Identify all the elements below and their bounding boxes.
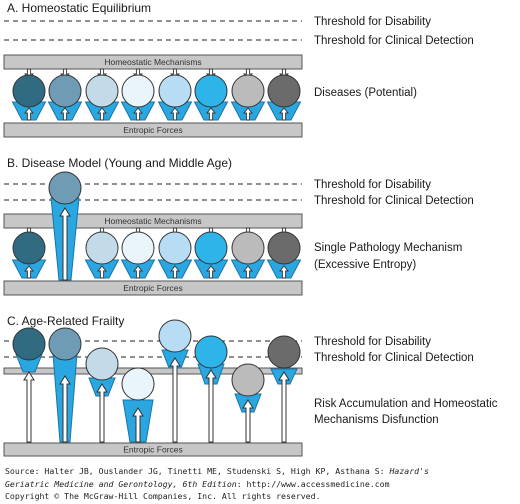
frailty-ball-1 bbox=[12, 327, 46, 361]
frailty-ball-4 bbox=[121, 367, 155, 401]
disease-ball-5 bbox=[158, 231, 192, 265]
source-authors: Source: Halter JB, Ouslander JG, Tinetti… bbox=[5, 466, 390, 476]
disease-ball-6 bbox=[194, 231, 228, 265]
risk-accumulation-label: Risk Accumulation and Homeostatic bbox=[314, 398, 498, 410]
disease-ball-8 bbox=[267, 231, 301, 265]
entropic-force-arrow bbox=[170, 265, 180, 279]
disease-ball-7 bbox=[231, 74, 265, 108]
disease-ball-4 bbox=[121, 231, 155, 265]
entropic-force-arrow bbox=[170, 107, 180, 121]
accumulated-entropy-arrow bbox=[242, 399, 254, 443]
homeostatic-mechanisms-bar-a bbox=[3, 54, 303, 70]
entropic-forces-bar-b bbox=[3, 280, 303, 296]
panel-b-disease-model: B. Disease Model (Young and Middle Age) T… bbox=[3, 156, 474, 296]
disease-ball-7 bbox=[231, 231, 265, 265]
entropic-force-arrow bbox=[97, 265, 107, 279]
entropic-forces-bar-b-label: Entropic Forces bbox=[123, 283, 183, 293]
frailty-ball-2 bbox=[48, 327, 82, 361]
entropic-force-arrow bbox=[133, 107, 143, 121]
disability-threshold-label: Threshold for Disability bbox=[314, 336, 431, 348]
entropic-force-arrow bbox=[206, 265, 216, 279]
excessive-entropy-label: (Excessive Entropy) bbox=[314, 259, 416, 271]
disease-ball-3 bbox=[85, 74, 119, 108]
accumulated-entropy-arrow bbox=[96, 383, 108, 443]
entropic-force-arrow bbox=[206, 107, 216, 121]
accumulated-entropy-arrow bbox=[205, 369, 217, 443]
diseases-potential-label: Diseases (Potential) bbox=[314, 87, 417, 99]
disease-ball-3 bbox=[85, 231, 119, 265]
homeostatic-mechanisms-bar-a-label: Homeostatic Mechanisms bbox=[104, 57, 201, 67]
homeostatic-mechanisms-bar-b-label: Homeostatic Mechanisms bbox=[104, 216, 201, 226]
frailty-ball-5 bbox=[158, 319, 192, 353]
detection-threshold-label: Threshold for Clinical Detection bbox=[314, 352, 474, 364]
panel-a-title: A. Homeostatic Equilibrium bbox=[7, 1, 151, 15]
entropic-force-arrow bbox=[243, 107, 253, 121]
frailty-ball-3 bbox=[85, 347, 119, 381]
disease-ball-6 bbox=[194, 74, 228, 108]
frailty-ball-8 bbox=[267, 335, 301, 369]
homeostatic-mechanisms-bar-c bbox=[3, 367, 303, 375]
panel-c-title: C. Age-Related Frailty bbox=[7, 314, 124, 328]
disability-threshold-label: Threshold for Disability bbox=[314, 16, 431, 28]
entropic-force-arrow bbox=[243, 265, 253, 279]
frailty-ball-6 bbox=[194, 335, 228, 369]
entropic-forces-bar-a bbox=[3, 122, 303, 138]
accumulated-entropy-arrow bbox=[169, 357, 181, 443]
disease-ball-4 bbox=[121, 74, 155, 108]
disease-ball-1 bbox=[12, 74, 46, 108]
frailty-ball-7 bbox=[231, 363, 265, 397]
disease-ball-2 bbox=[48, 74, 82, 108]
entropic-force-arrow bbox=[279, 265, 289, 279]
entropic-force-arrow bbox=[60, 107, 70, 121]
source-line-2: Geriatric Medicine and Gerontology, 6th … bbox=[5, 478, 517, 491]
entropic-force-arrow bbox=[133, 265, 143, 279]
single-pathology-label: Single Pathology Mechanism bbox=[314, 242, 462, 254]
entropic-forces-bar-c bbox=[3, 442, 303, 457]
source-book-title-part1: Hazard's bbox=[389, 466, 429, 476]
disease-ball-1 bbox=[12, 231, 46, 265]
source-book-title-part2: Geriatric Medicine and Gerontology, 6th … bbox=[5, 478, 237, 489]
disability-threshold-label: Threshold for Disability bbox=[314, 179, 431, 191]
disease-ball-5 bbox=[158, 74, 192, 108]
accumulated-entropy-arrow bbox=[132, 407, 144, 443]
source-citation: Source: Halter JB, Ouslander JG, Tinetti… bbox=[5, 465, 517, 503]
disease-ball-8 bbox=[267, 74, 301, 108]
entropic-force-arrow bbox=[279, 107, 289, 121]
entropic-force-arrow bbox=[24, 265, 34, 279]
accumulated-entropy-arrow bbox=[59, 375, 71, 443]
excessive-entropy-arrow bbox=[59, 207, 71, 281]
homeostatic-mechanisms-bar-b bbox=[3, 213, 303, 229]
panel-b-title: B. Disease Model (Young and Middle Age) bbox=[7, 156, 232, 170]
source-url: : http://www.accessmedicine.com bbox=[236, 478, 390, 489]
detection-threshold-label: Threshold for Clinical Detection bbox=[314, 195, 474, 207]
entropic-forces-bar-a-label: Entropic Forces bbox=[123, 125, 183, 135]
accumulated-entropy-arrow bbox=[278, 371, 290, 443]
entropic-force-arrow bbox=[24, 107, 34, 121]
source-line-1: Source: Halter JB, Ouslander JG, Tinetti… bbox=[5, 465, 517, 478]
entropic-force-arrow bbox=[97, 107, 107, 121]
entropic-forces-bar-c-label: Entropic Forces bbox=[123, 445, 183, 455]
mechanisms-disfunction-label: Mechanisms Disfunction bbox=[314, 414, 439, 426]
detection-threshold-label: Threshold for Clinical Detection bbox=[314, 35, 474, 47]
disease-ball-2-excessive bbox=[48, 171, 82, 205]
accumulated-entropy-arrow bbox=[23, 371, 35, 443]
copyright-notice: Copyright © The McGraw-Hill Companies, I… bbox=[5, 491, 321, 501]
